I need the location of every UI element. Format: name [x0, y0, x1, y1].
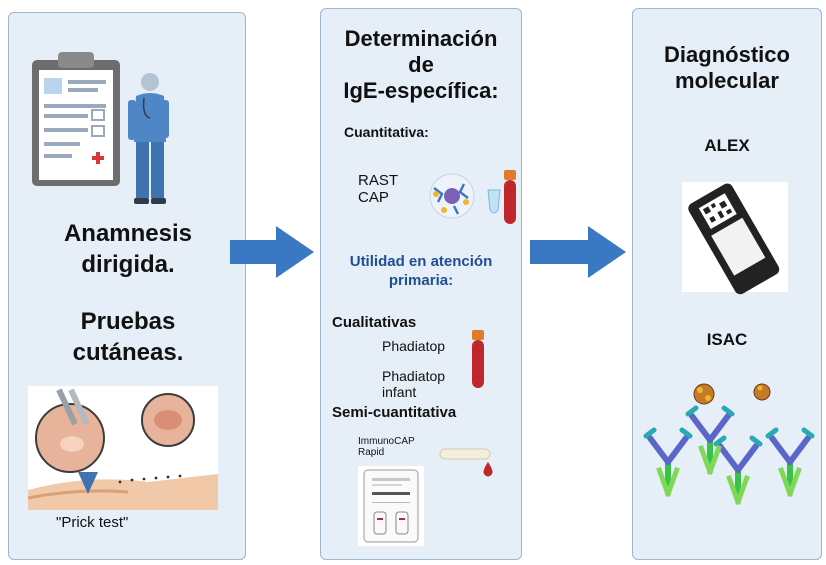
arrow-right-icon	[530, 226, 626, 278]
isac-label: ISAC	[706, 330, 748, 349]
molecule-icon	[429, 173, 475, 219]
clipboard-icon	[32, 52, 120, 186]
antibody-icon	[638, 383, 820, 512]
prick-test-caption: "Prick test"	[56, 514, 129, 531]
blood-drop-icon	[483, 462, 493, 477]
rast-cap-label: RAST CAP	[358, 172, 398, 206]
semi-quantitative-label: Semi-cuantitativa	[332, 404, 457, 421]
title-line: cutáneas.	[72, 339, 184, 366]
arrow-right-icon	[230, 226, 314, 278]
title-line: dirigida.	[81, 251, 175, 278]
immunocap-label: ImmunoCAP Rapid	[358, 436, 415, 458]
primary-care-line: Utilidad en atención	[349, 253, 493, 270]
phadiatop-infant-line: Phadiatop	[382, 368, 446, 384]
phadiatop-infant-line: infant	[382, 384, 417, 400]
quantitative-label: Cuantitativa:	[344, 124, 429, 140]
microarray-chip-icon	[682, 182, 788, 295]
title-line: de	[408, 52, 434, 77]
skin-test-icon	[27, 386, 218, 510]
swab-icon	[439, 448, 491, 460]
phadiatop-label: Phadiatop	[382, 338, 446, 354]
immunocap-line: Rapid	[358, 447, 385, 458]
cassette-icon	[358, 466, 424, 546]
title-line: Determinación	[344, 26, 498, 51]
primary-care-line: primaria:	[388, 272, 454, 289]
ige-title: Determinación de IgE-específica:	[320, 26, 522, 104]
title-line: molecular	[675, 68, 779, 93]
alex-label: ALEX	[704, 136, 750, 155]
immunocap-line: ImmunoCAP	[358, 436, 415, 447]
test-tube-icon	[487, 170, 516, 224]
molecular-title: Diagnóstico molecular	[632, 42, 822, 94]
anamnesis-title: Anamnesis dirigida.	[28, 218, 228, 280]
rast-label: RAST	[358, 172, 399, 189]
qualitative-label: Cualitativas	[332, 314, 417, 331]
title-line: Diagnóstico	[664, 42, 790, 67]
title-line: Anamnesis	[63, 220, 193, 247]
primary-care-label: Utilidad en atención primaria:	[320, 252, 522, 290]
phadiatop-infant-label: Phadiatop infant	[382, 368, 445, 400]
skin-tests-title: Pruebas cutáneas.	[28, 306, 228, 368]
title-line: Pruebas	[80, 308, 176, 335]
cap-label: CAP	[358, 189, 389, 206]
doctor-icon	[128, 73, 169, 204]
test-tube-icon	[472, 330, 484, 388]
title-line: IgE-específica:	[343, 78, 499, 103]
